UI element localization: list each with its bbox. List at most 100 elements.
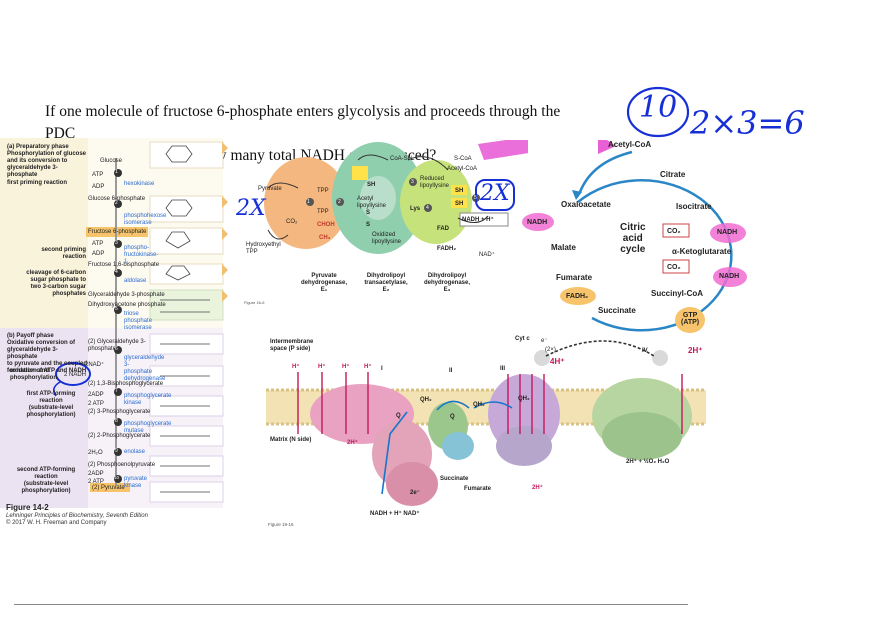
tca-center-label: Citric acid cycle — [620, 222, 646, 255]
hand-equation: 2×3=6 — [690, 104, 805, 142]
pdc-fadh2: FADH₂ — [437, 246, 456, 252]
pdc-lys: Lys — [410, 206, 421, 212]
metabolite-dhap: Dihydroxyacetone phosphate — [88, 302, 166, 308]
cytochrome-c — [534, 350, 550, 366]
second-priming-label: second priming reaction — [41, 247, 86, 260]
etc-qh2-2: QH₂ — [473, 402, 485, 408]
tca-co2-1: CO₂ — [667, 228, 681, 235]
etc-2h-matrix: 2H⁺ — [347, 440, 358, 446]
pdc-acetyl-lipoyllysine: Acetyl lipoyllysine — [357, 196, 387, 209]
question-line-1: If one molecule of fructose 6-phosphate … — [45, 103, 561, 142]
payoff-phase-title: (b) Payoff phase — [7, 333, 54, 339]
gly-step-10: 10 — [114, 475, 120, 480]
etc-2h-iii: 2H⁺ — [532, 485, 543, 491]
prep-phase-panel — [0, 138, 88, 328]
pdc-co2: CO₂ — [286, 219, 298, 225]
cleavage-label: cleavage of 6-carbon sugar phosphate to … — [26, 270, 86, 297]
handwritten-stroke — [52, 381, 61, 397]
etc-h-1: H⁺ — [292, 364, 300, 370]
etc-2e: 2e⁻ — [410, 490, 420, 496]
cofactor-2h2o: 2H₂O — [88, 450, 103, 456]
gly-step-4: 4 — [115, 269, 118, 275]
tca-malate: Malate — [551, 243, 576, 252]
first-atp-label: first ATP-forming reaction (substrate-le… — [26, 391, 76, 418]
tca-gtp: GTP (ATP) — [681, 312, 700, 326]
etc-complex-iii: III — [500, 366, 506, 372]
proton-arrows — [297, 372, 683, 434]
tca-citrate: Citrate — [660, 170, 686, 179]
pdc-step-1: 1 — [307, 199, 310, 205]
etc-h-4: H⁺ — [364, 364, 372, 370]
pdc-sh-1: SH — [367, 182, 376, 188]
figure-14-2-credit-2: © 2017 W. H. Freeman and Company — [6, 520, 107, 526]
gly-step-7: 7 — [115, 388, 118, 394]
etc-matrix-label: Matrix (N side) — [270, 437, 312, 443]
payoff-phase-panel — [0, 328, 88, 508]
pdc-e2-label: Dihydrolipoyl transacetylase, E₂ — [364, 273, 408, 293]
etc-qh2-1: QH₂ — [420, 397, 432, 403]
etc-two-x: (2×) — [545, 347, 556, 353]
gly-step-3: 3 — [115, 240, 118, 246]
enzyme-phi: phosphohexose isomerase — [124, 213, 167, 226]
pdc-fad: FAD — [437, 226, 449, 232]
co2-box-1 — [662, 223, 690, 238]
sugar-structures — [160, 145, 210, 493]
enzyme-pfk1: phospho-fructokinase-1 — [124, 245, 159, 265]
e3-blob — [400, 160, 472, 244]
etc-diagram — [266, 340, 706, 506]
gtp-badge — [675, 307, 705, 333]
hand-box-2x — [475, 179, 515, 211]
pdc-sh-2: SH — [455, 188, 464, 194]
enzyme-hexokinase: hexokinase — [124, 181, 155, 187]
pdc-coa-sh: CoA-SH — [390, 156, 413, 162]
gly-step-9: 9 — [115, 448, 118, 454]
pdc-hydroxyethyl-tpp: Hydroxyethyl TPP — [246, 242, 281, 255]
pdc-step-3: 3 — [411, 179, 414, 185]
pdc-oxidized-lipoyllysine: Oxidized lipoyllysine — [372, 232, 402, 245]
metabolite-2pg: (2) 2-Phosphoglycerate — [88, 433, 151, 439]
figure-14-2-credit-1: Lehninger Principles of Biochemistry, Se… — [6, 513, 148, 519]
pdc-nadh-h: NADH + H⁺ — [462, 217, 494, 223]
cofactor-2adp-1: 2ADP — [88, 392, 104, 398]
hand-2x-left: 2X — [236, 196, 266, 221]
etc-2h-iv: 2H⁺ — [688, 346, 703, 355]
tca-acetyl-coa: Acetyl-CoA — [608, 140, 652, 149]
e1-blob — [264, 157, 348, 249]
sh-box-1 — [352, 166, 368, 180]
cofactor-atp-1: ATP — [92, 172, 104, 178]
metabolite-13bpg: (2) 1,3-Bisphosphoglycerate — [88, 381, 164, 387]
circled-10-ring — [626, 86, 690, 138]
payoff-phase-area — [88, 328, 223, 508]
pdc-choh: CHOH — [317, 222, 335, 228]
tca-nadh-3: NADH — [719, 273, 740, 280]
enzyme-pgk: phosphoglycerate kinase — [124, 393, 172, 406]
metabolite-g3p: Glyceraldehyde 3-phosphate — [88, 292, 165, 298]
etc-cyt-c: Cyt c — [515, 336, 530, 342]
metabolite-2-g3p: (2) Glyceraldehyde 3-phosphate — [88, 339, 146, 352]
phase-chevrons — [222, 142, 228, 302]
etc-complex-i: I — [381, 366, 383, 372]
tca-fadh2: FADH₂ — [566, 293, 589, 300]
metabolite-g6p: Glucose 6-phosphate — [88, 196, 146, 202]
etc-fumarate: Fumarate — [464, 486, 492, 492]
prep-phase-desc: Phosphorylation of glucose and its conve… — [7, 151, 87, 178]
pink-arrow-to-acetylcoa — [478, 140, 528, 160]
etc-q-1: Q — [396, 413, 401, 419]
gly-step-6: 6 — [115, 346, 118, 352]
electron-path — [381, 340, 655, 495]
etc-4h: 4H⁺ — [550, 357, 565, 366]
hand-circled-10: 10 — [639, 90, 678, 125]
cofactor-2nadh: 2 NADH — [64, 372, 87, 378]
gly-step-2: 2 — [115, 200, 118, 206]
gly-step-8: 8 — [115, 418, 118, 424]
tca-nadh-1: NADH — [527, 219, 548, 226]
oxidation-label: oxidation and phosphorylation — [10, 368, 57, 381]
etc-qh2-3: QH₂ — [518, 396, 530, 402]
gly-step-1: 1 — [115, 169, 118, 175]
pdc-e1-label: Pyruvate dehydrogenase, E₁ — [300, 273, 347, 293]
etc-intermembrane-label: Intermembrane space (P side) — [270, 339, 314, 352]
pink-arrowhead — [598, 140, 616, 154]
enzyme-pk: pyruvate kinase — [124, 476, 148, 489]
etc-q-2: Q — [450, 414, 455, 420]
cofactor-2adp-2: 2ADP — [88, 471, 104, 477]
